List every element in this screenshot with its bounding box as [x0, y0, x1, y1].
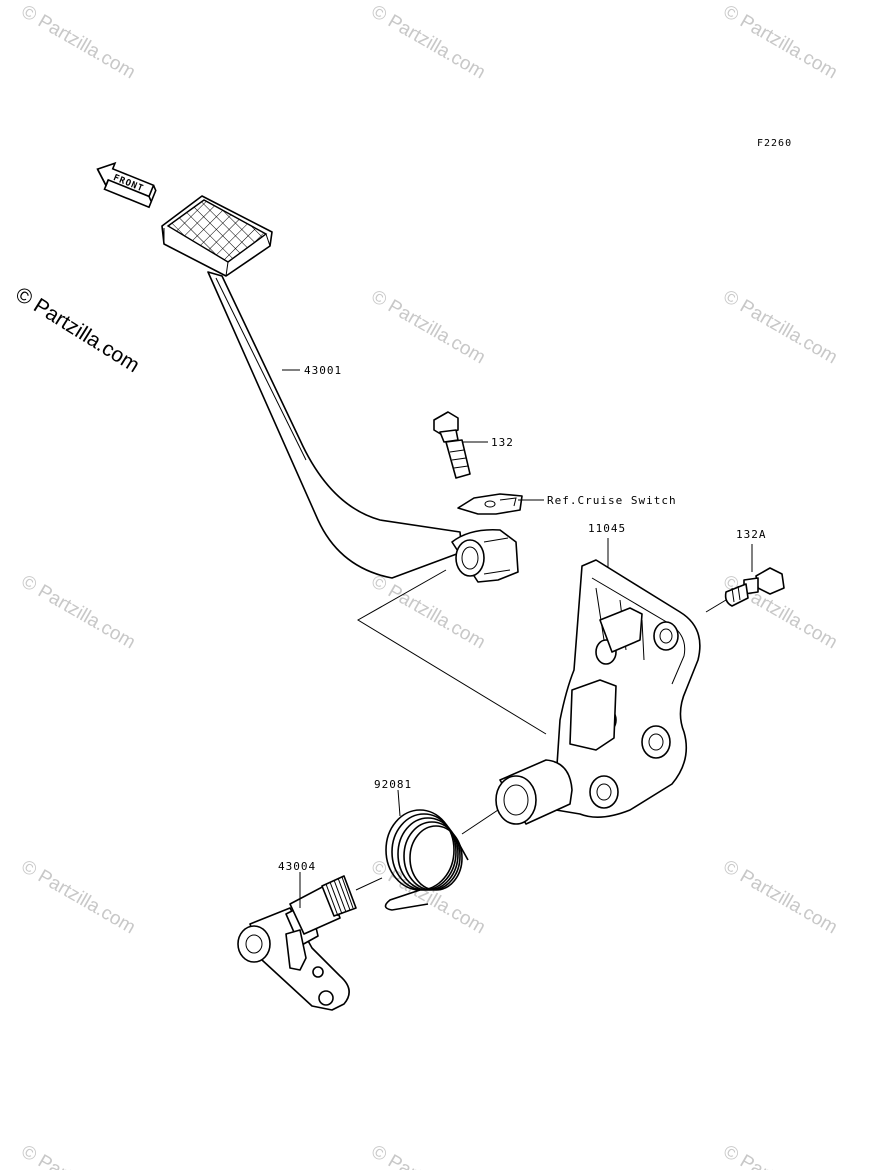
watermark-text: © Partzilla.com	[720, 1, 841, 83]
watermark-text: © Partzilla.com	[18, 1, 139, 83]
watermark-text: © Partzilla.com	[18, 571, 139, 653]
callout-92081: 92081	[374, 778, 412, 791]
watermark-text: © Partzilla.com	[720, 856, 841, 938]
pivot-shaft	[237, 875, 357, 1011]
watermark-text: © Partzilla.com	[720, 1141, 841, 1170]
callout-43004: 43004	[278, 860, 316, 873]
front-arrow-icon: FRONT	[96, 161, 157, 209]
cruise-switch-bracket	[457, 493, 523, 515]
assembly-lines	[355, 569, 727, 891]
bolt-132a	[724, 567, 785, 607]
watermark-text: © Partzilla.com	[368, 1, 489, 83]
watermark-text: © Partzilla.com	[368, 1141, 489, 1170]
watermark-layer: © Partzilla.com © Partzilla.com © Partzi…	[18, 1, 841, 1170]
diagram-code: F2260	[757, 138, 792, 149]
bolt-132	[433, 411, 471, 479]
callout-132: 132	[491, 436, 514, 449]
watermark-text: © Partzilla.com	[368, 856, 489, 938]
brake-pedal	[161, 195, 519, 583]
return-spring	[384, 809, 469, 911]
watermark-text: © Partzilla.com	[720, 286, 841, 368]
callout-ref-cruise-switch: Ref.Cruise Switch	[547, 494, 677, 507]
watermark-text-prominent: © Partzilla.com	[11, 283, 143, 377]
leader-lines	[282, 369, 753, 908]
watermark-text: © Partzilla.com	[18, 1141, 139, 1170]
callout-132a: 132A	[736, 528, 767, 541]
watermark-text: © Partzilla.com	[368, 286, 489, 368]
callout-11045: 11045	[588, 522, 626, 535]
watermark-text: © Partzilla.com	[368, 571, 489, 653]
callout-43001: 43001	[304, 364, 342, 377]
mounting-bracket	[495, 559, 701, 825]
watermark-text: © Partzilla.com	[18, 856, 139, 938]
